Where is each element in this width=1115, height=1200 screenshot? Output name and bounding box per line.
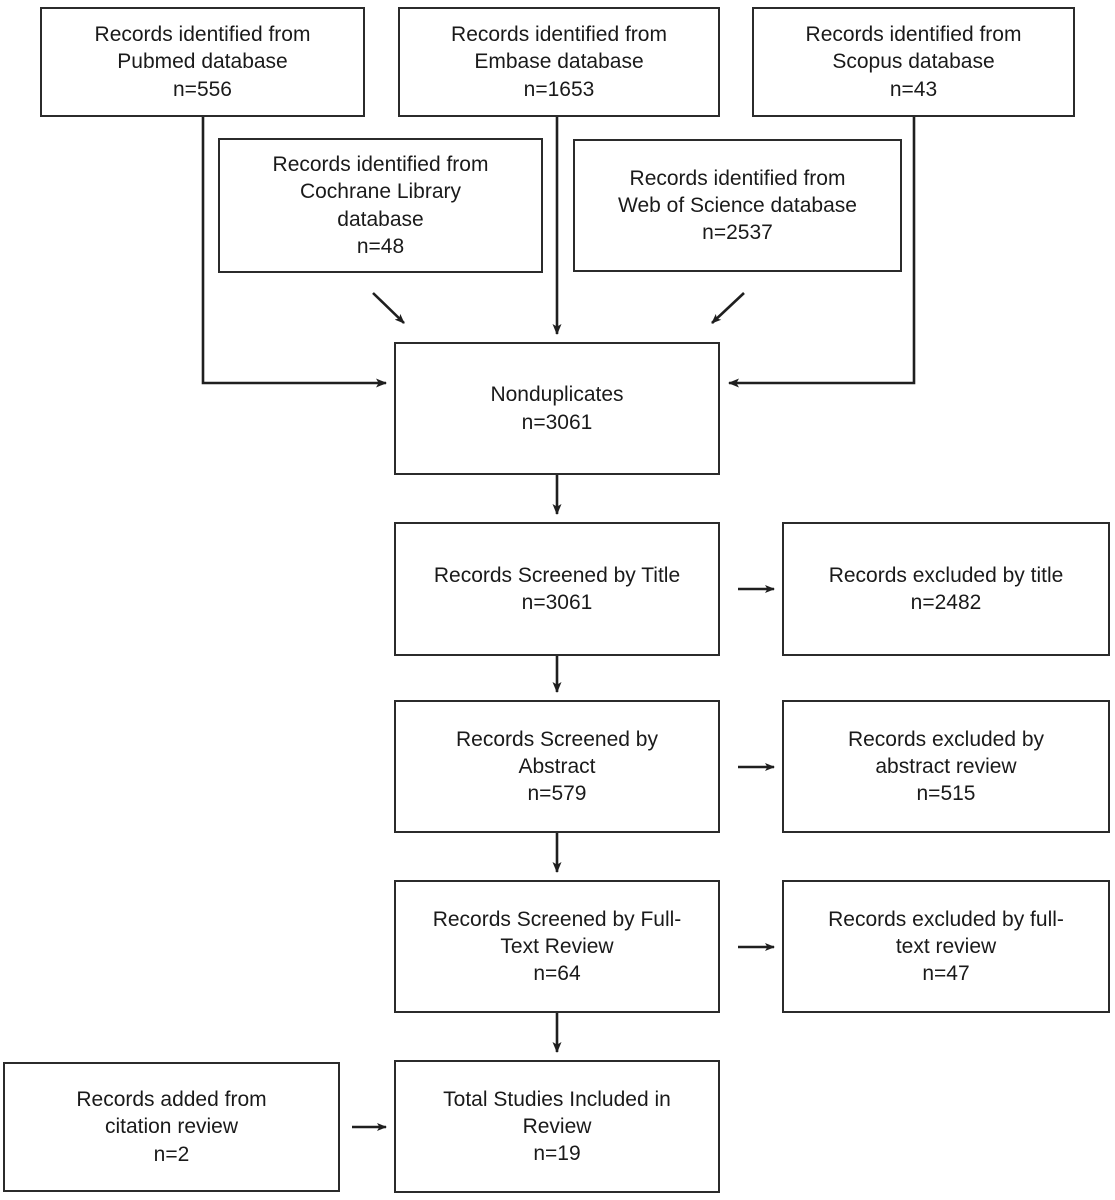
node-label: Records excluded by full- text review n=… xyxy=(828,907,1064,986)
node-records-identified-embase: Records identified from Embase database … xyxy=(398,7,720,117)
node-records-screened-by-title: Records Screened by Title n=3061 xyxy=(394,522,720,656)
node-label: Records excluded by title n=2482 xyxy=(828,563,1064,614)
node-label: Records added from citation review n=2 xyxy=(76,1088,267,1166)
node-label: Records identified from Embase database … xyxy=(451,23,667,101)
node-records-excluded-by-abstract: Records excluded by abstract review n=51… xyxy=(782,700,1110,833)
node-label: Records Screened by Abstract n=579 xyxy=(456,727,658,806)
node-label: Records identified from Web of Science d… xyxy=(618,166,857,245)
node-label: Records excluded by abstract review n=51… xyxy=(847,727,1045,806)
node-records-identified-scopus: Records identified from Scopus database … xyxy=(752,7,1075,117)
node-label: Records identified from Pubmed database … xyxy=(94,23,311,101)
node-records-added-from-citation-review: Records added from citation review n=2 xyxy=(3,1062,340,1192)
node-records-excluded-by-title: Records excluded by title n=2482 xyxy=(782,522,1110,656)
node-label: Records identified from Scopus database … xyxy=(805,23,1022,101)
node-label: Total Studies Included in Review n=19 xyxy=(443,1087,671,1166)
edge-cochrane-to-nonduplicates xyxy=(372,292,405,324)
node-nonduplicates: Nonduplicates n=3061 xyxy=(394,342,720,475)
node-records-identified-cochrane: Records identified from Cochrane Library… xyxy=(218,138,543,273)
node-label: Records identified from Cochrane Library… xyxy=(272,152,489,258)
edge-scopus-to-nonduplicates xyxy=(728,117,916,388)
edge-pubmed-to-nonduplicates xyxy=(201,117,387,388)
node-records-identified-pubmed: Records identified from Pubmed database … xyxy=(40,7,365,117)
node-label: Nonduplicates n=3061 xyxy=(490,383,624,434)
node-label: Records Screened by Full- Text Review n=… xyxy=(432,907,682,986)
edge-webofscience-to-nonduplicates xyxy=(711,292,745,324)
node-label: Records Screened by Title n=3061 xyxy=(433,563,681,614)
node-records-excluded-by-full-text: Records excluded by full- text review n=… xyxy=(782,880,1110,1013)
node-total-studies-included: Total Studies Included in Review n=19 xyxy=(394,1060,720,1193)
node-records-screened-by-abstract: Records Screened by Abstract n=579 xyxy=(394,700,720,833)
node-records-identified-web-of-science: Records identified from Web of Science d… xyxy=(573,139,902,272)
node-records-screened-by-full-text: Records Screened by Full- Text Review n=… xyxy=(394,880,720,1013)
